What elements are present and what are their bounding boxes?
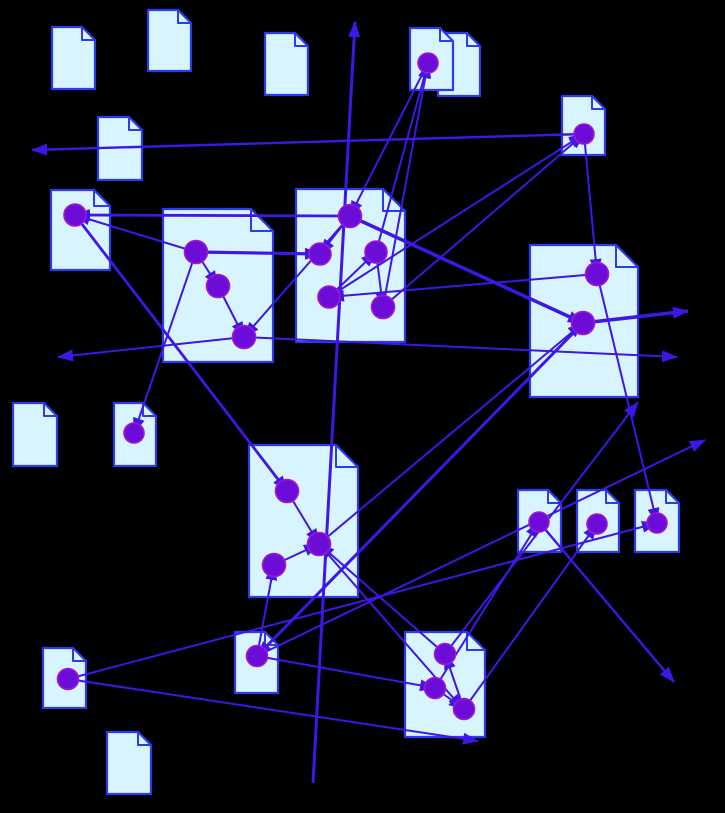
document-body (263, 31, 310, 97)
folded-corner-icon (294, 33, 308, 47)
folded-corner-icon (382, 189, 405, 212)
link-edge-arrow (256, 439, 706, 657)
link-edge-arrow (243, 215, 351, 338)
folded-corner-icon (81, 27, 95, 41)
link-edge-arrow (382, 133, 585, 308)
anchor-node[interactable] (274, 478, 300, 504)
folded-corner-icon (177, 10, 191, 24)
link-edge-arrow (311, 21, 361, 784)
link-edge-arrow (318, 322, 584, 545)
link-edge-arrow (256, 655, 436, 692)
folded-corner-icon (591, 96, 605, 110)
anchor-node[interactable] (584, 261, 610, 287)
anchor-node[interactable] (452, 697, 476, 721)
folded-corner-icon (335, 445, 358, 468)
document-body (11, 401, 59, 468)
link-edge-arrow (583, 133, 602, 275)
link-edge-arrow (74, 213, 197, 253)
anchor-node[interactable] (123, 422, 145, 444)
document-icon[interactable] (50, 25, 97, 91)
anchor-node[interactable] (570, 310, 596, 336)
folded-corner-icon (128, 117, 142, 131)
anchor-node[interactable] (586, 513, 608, 535)
link-edge-arrow (318, 543, 446, 655)
anchor-node[interactable] (423, 676, 447, 700)
folded-corner-icon (137, 732, 151, 746)
folded-corner-icon (547, 490, 561, 504)
anchor-node[interactable] (308, 242, 332, 266)
link-edge-arrow (57, 336, 245, 362)
link-edge-arrow (375, 62, 430, 253)
document-body (105, 730, 153, 796)
anchor-node[interactable] (183, 239, 209, 265)
anchor-node[interactable] (370, 294, 396, 320)
link-edge-arrow (67, 521, 658, 680)
anchor-node[interactable] (56, 667, 80, 691)
link-edge-arrow (538, 521, 675, 683)
link-edge-arrow (73, 214, 289, 492)
link-edge-arrow (596, 273, 660, 524)
link-edge-arrow (463, 523, 598, 710)
link-edge-arrow (382, 62, 432, 308)
document-body (50, 25, 97, 91)
anchor-node[interactable] (433, 642, 457, 666)
anchor-node[interactable] (261, 552, 287, 578)
anchor-node[interactable] (245, 644, 269, 668)
link-edge-arrow (328, 273, 598, 302)
anchor-node[interactable] (231, 324, 257, 350)
anchor-node[interactable] (417, 52, 439, 74)
anchor-node[interactable] (337, 203, 363, 229)
document-icon[interactable] (247, 443, 360, 599)
document-icon[interactable] (146, 8, 193, 73)
anchor-node[interactable] (573, 123, 595, 145)
folded-corner-icon (43, 403, 57, 417)
link-edge-arrow (195, 247, 321, 260)
anchor-node[interactable] (63, 203, 87, 227)
link-edge-arrow (74, 209, 351, 222)
folded-corner-icon (466, 33, 480, 47)
document-icon[interactable] (49, 188, 112, 272)
folded-corner-icon (439, 28, 453, 42)
folded-corner-icon (665, 490, 679, 504)
link-edge-arrow (256, 564, 278, 657)
anchor-node[interactable] (364, 240, 388, 264)
document-icon[interactable] (263, 31, 310, 97)
anchor-node[interactable] (317, 285, 341, 309)
anchor-node[interactable] (306, 531, 332, 557)
link-edge-arrow (255, 321, 585, 658)
link-edge-arrow (582, 306, 689, 325)
link-edge-arrow (31, 132, 585, 156)
link-edge-arrow (328, 133, 585, 298)
anchor-node[interactable] (528, 511, 550, 533)
link-edge-arrow (349, 62, 429, 217)
anchor-node[interactable] (205, 273, 231, 299)
link-edge-arrow (349, 214, 584, 325)
link-edge-arrow (133, 251, 197, 434)
document-icon[interactable] (11, 401, 59, 468)
document-body (146, 8, 193, 73)
folded-corner-icon (93, 190, 110, 207)
folded-corner-icon (615, 245, 638, 268)
anchor-node[interactable] (646, 512, 668, 534)
link-edge-arrow (67, 678, 479, 745)
folded-corner-icon (605, 490, 619, 504)
document-body (49, 188, 112, 272)
folded-corner-icon (72, 648, 86, 662)
link-edge-arrow (243, 336, 678, 363)
document-icon[interactable] (105, 730, 153, 796)
